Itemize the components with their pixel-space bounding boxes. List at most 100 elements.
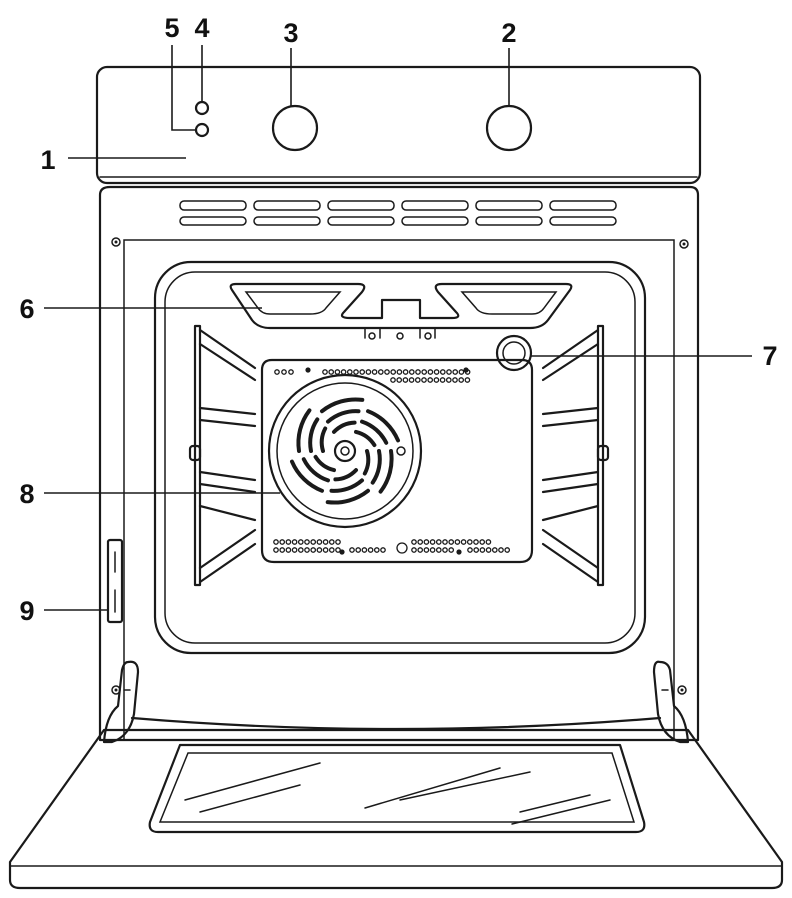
- vent-hole: [384, 369, 390, 375]
- vent-hole: [408, 369, 415, 375]
- vent-hole: [279, 547, 286, 553]
- vent-hole: [433, 369, 440, 375]
- vent-hole: [335, 547, 341, 553]
- vent-hole: [335, 539, 341, 545]
- vent-hole: [361, 547, 368, 553]
- vent-hole: [355, 547, 362, 553]
- door-switch: [106, 538, 124, 624]
- vent-hole: [442, 547, 448, 553]
- vent-hole: [281, 369, 287, 375]
- vent-hole: [328, 369, 335, 375]
- vent-hole: [423, 539, 430, 545]
- door-glass-window: [148, 743, 646, 834]
- vent-hole: [339, 549, 345, 555]
- vent-hole: [285, 547, 292, 553]
- oven-lamp: [495, 334, 533, 372]
- vent-hole: [408, 377, 415, 383]
- fan-blade: [366, 409, 400, 443]
- vent-hole: [479, 547, 486, 553]
- vent-hole: [274, 369, 280, 375]
- vent-hole: [322, 539, 329, 545]
- vent-hole: [446, 369, 452, 375]
- callout-5: 5: [164, 13, 179, 43]
- vent-hole: [316, 539, 323, 545]
- fan-blade: [326, 409, 361, 424]
- vent-hole: [504, 547, 511, 553]
- vent-hole: [452, 377, 458, 383]
- callout-8: 8: [19, 479, 34, 509]
- vent-hole: [433, 377, 440, 383]
- vent-hole: [415, 369, 421, 375]
- vent-hole: [291, 547, 298, 553]
- vent-hole: [463, 367, 469, 373]
- fan-blade: [360, 419, 389, 445]
- vent-hole: [402, 377, 409, 383]
- vent-hole: [464, 377, 471, 383]
- callout-6: 6: [19, 294, 34, 324]
- screws: [111, 237, 689, 695]
- vent-hole: [458, 369, 465, 375]
- vent-hole: [273, 547, 279, 553]
- vent-hole: [479, 539, 486, 545]
- convection-fan: [267, 373, 423, 529]
- back-panel-holes: [273, 367, 511, 555]
- vent-hole: [414, 377, 421, 383]
- fan-blade: [296, 408, 312, 453]
- callout-2: 2: [501, 18, 516, 48]
- vent-hole: [491, 547, 498, 553]
- vent-hole: [279, 539, 286, 545]
- vent-hole: [445, 377, 452, 383]
- callout-7: 7: [762, 341, 777, 371]
- vent-hole: [456, 549, 462, 555]
- fan-blade: [332, 420, 357, 434]
- top-heating-element: [229, 282, 573, 340]
- vent-hole: [390, 369, 397, 375]
- vent-hole: [448, 539, 455, 545]
- vent-hole: [435, 547, 442, 553]
- vent-hole: [353, 369, 359, 375]
- vent-hole: [423, 547, 430, 553]
- vent-hole: [417, 547, 424, 553]
- indicator-light-4: [194, 100, 210, 116]
- fan-blade: [378, 449, 394, 494]
- vent-hole: [421, 377, 427, 383]
- vent-hole: [435, 539, 442, 545]
- vent-hole: [304, 539, 310, 545]
- vent-hole: [373, 547, 380, 553]
- vent-hole: [473, 547, 480, 553]
- oven-cavity: [153, 260, 647, 655]
- vent-hole: [396, 369, 403, 375]
- door-hinge-left: [102, 660, 140, 744]
- fan-blade: [320, 397, 365, 414]
- vent-hole: [285, 539, 292, 545]
- vent-hole: [365, 369, 372, 375]
- vent-hole: [458, 377, 465, 383]
- vent-hole: [421, 369, 428, 375]
- vent-hole: [439, 377, 446, 383]
- fan-blade: [301, 457, 330, 483]
- vent-slots: [179, 200, 617, 226]
- vent-hole: [411, 539, 417, 545]
- knob-3: [271, 104, 319, 152]
- vent-hole: [349, 547, 355, 553]
- callout-labels: 1 2 3 4 5 6 7 8 9: [19, 13, 777, 626]
- fan-blade: [333, 468, 358, 482]
- fan-blade: [354, 429, 377, 448]
- vent-hole: [291, 539, 298, 545]
- indicator-light-5: [194, 122, 210, 138]
- vent-hole: [322, 547, 329, 553]
- vent-hole: [485, 539, 492, 545]
- vent-hole: [466, 539, 473, 545]
- fan-blade: [325, 488, 370, 505]
- vent-hole: [359, 369, 366, 375]
- vent-hole: [380, 547, 386, 553]
- fan-blade: [319, 426, 328, 453]
- vent-hole: [485, 547, 492, 553]
- leader-lines: [44, 45, 752, 611]
- callout-1: 1: [40, 145, 55, 175]
- vent-hole: [417, 539, 424, 545]
- vent-hole: [377, 369, 384, 375]
- vent-hole: [305, 367, 311, 373]
